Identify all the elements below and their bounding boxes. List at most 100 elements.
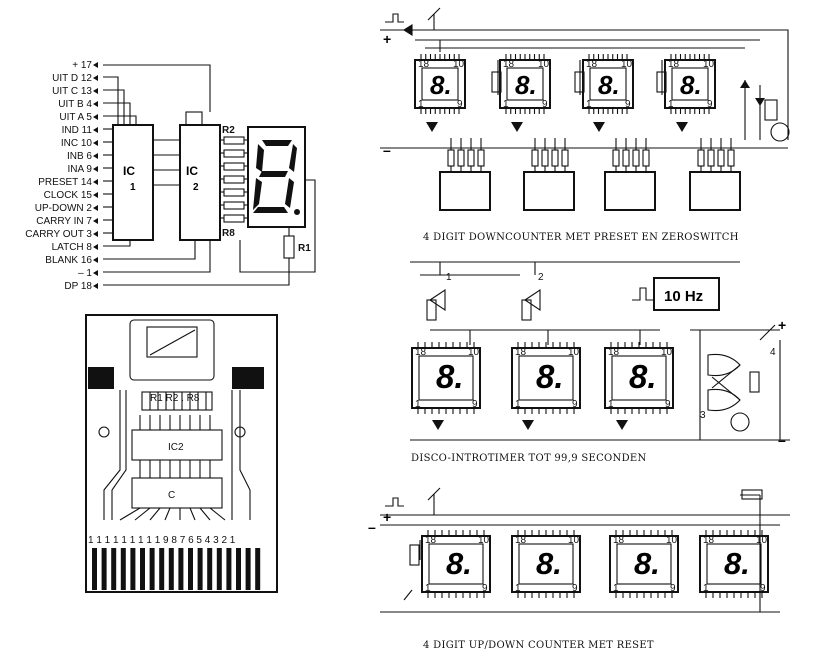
pin-row: CARRY IN 7 (36, 216, 98, 227)
display-digit: 8. (446, 546, 472, 581)
pcb-outline (85, 314, 278, 593)
display-pin-9: 9 (457, 99, 463, 110)
caption-updown: 4 DIGIT UP/DOWN COUNTER MET RESET (423, 640, 654, 651)
pin-arrow (93, 75, 98, 81)
display-digit: 8. (430, 70, 452, 100)
pcb-pad-right (232, 367, 264, 389)
driver-transistor (730, 412, 750, 432)
display-pin-10: 10 (568, 347, 580, 358)
pin-arrow (93, 179, 98, 185)
plus-rail-3: + (383, 509, 391, 525)
decoder-body (439, 171, 491, 211)
pcb-traces (103, 390, 251, 521)
pin-arrow (93, 244, 98, 250)
pin-row: PRESET 14 (38, 177, 98, 188)
connector-finger (101, 548, 107, 590)
pin-arrow (93, 270, 98, 276)
connector-finger (178, 548, 184, 590)
display-pin-9: 9 (572, 399, 578, 410)
pcb-ic2-label: IC2 (168, 442, 184, 453)
display-window (706, 543, 762, 585)
display-pin-1: 1 (425, 583, 431, 594)
nand-latch (707, 353, 741, 412)
display-pin-18: 18 (613, 535, 625, 546)
minus-rail: – (383, 142, 391, 158)
pullup-resistor (642, 149, 650, 167)
pin-label: PRESET 14 (38, 177, 92, 188)
pin-arrow (93, 257, 98, 263)
pcb-resistor-row (141, 391, 213, 411)
pin-label: IND 11 (62, 125, 93, 136)
decoder-body (689, 171, 741, 211)
display-pin-10: 10 (468, 347, 480, 358)
pcb-layout: R1 R2 . R8 IC2 C 1 1 1 1 1 1 1 1 1 9 8 7… (85, 314, 278, 593)
display-pin-10: 10 (621, 59, 633, 70)
digit-diodes-2 (432, 420, 628, 430)
pin-label: UIT B 4 (58, 99, 92, 110)
plus-terminal: + (778, 317, 786, 333)
display-pin-9: 9 (482, 583, 488, 594)
pin-row: DP 18 (64, 281, 98, 292)
pin-label: CARRY OUT 3 (25, 229, 92, 240)
pin-arrow (93, 127, 98, 133)
display-window (611, 355, 667, 401)
connector-finger (255, 548, 261, 590)
bcd-decoder (604, 138, 656, 211)
display-pin-9: 9 (625, 99, 631, 110)
display-pin-9: 9 (665, 399, 671, 410)
display-window (506, 67, 544, 101)
display-window (616, 543, 672, 585)
oscillator-frequency: 10 Hz (664, 288, 703, 305)
display-pin-1: 1 (613, 583, 619, 594)
display-digit: 8. (515, 70, 537, 100)
seven-segment-display (247, 126, 306, 228)
display-digit: 8. (724, 546, 750, 581)
ic2-label: IC (186, 164, 198, 178)
pin-arrow (93, 114, 98, 120)
schematic-wiring (103, 64, 316, 286)
pin-row: IND 11 (62, 125, 98, 136)
connector-finger (197, 548, 203, 590)
display-pin-9: 9 (472, 399, 478, 410)
connector-finger (149, 548, 155, 590)
display-pin-10: 10 (453, 59, 465, 70)
pin-label: INA 9 (68, 164, 93, 175)
display-pin-1: 1 (415, 399, 421, 410)
connector-finger (120, 548, 126, 590)
ic2-tab (185, 111, 203, 126)
pin-arrow (93, 140, 98, 146)
pin-label: CLOCK 15 (44, 190, 93, 201)
pcb-ic1-footprint (131, 477, 223, 509)
display-pin-18: 18 (503, 59, 515, 70)
display-pin-10: 10 (756, 535, 768, 546)
ic2-number: 2 (193, 182, 199, 193)
diodes (740, 80, 765, 106)
pin-label: UIT A 5 (59, 112, 92, 123)
pullup-resistor (457, 149, 465, 167)
display-window (428, 543, 484, 585)
display-digit: 8. (629, 358, 657, 395)
display-pin-18: 18 (425, 535, 437, 546)
connector-finger (188, 548, 193, 590)
ic1-label: IC (123, 164, 135, 178)
pullup-resistor (541, 149, 549, 167)
latch-resistor (749, 371, 760, 393)
display-window (518, 543, 574, 585)
display-pin-18: 18 (515, 347, 527, 358)
pin-row: LATCH 8 (52, 242, 98, 253)
pin-label: UIT C 13 (52, 86, 92, 97)
display-pin-18: 18 (515, 535, 527, 546)
relay-coil (764, 99, 778, 121)
pullup-resistor (467, 149, 475, 167)
pcb-pin-numbers: 1 1 1 1 1 1 1 1 1 9 8 7 6 5 4 3 2 1 (88, 535, 236, 546)
pin-arrow (93, 101, 98, 107)
ic1-number: 1 (130, 182, 136, 193)
